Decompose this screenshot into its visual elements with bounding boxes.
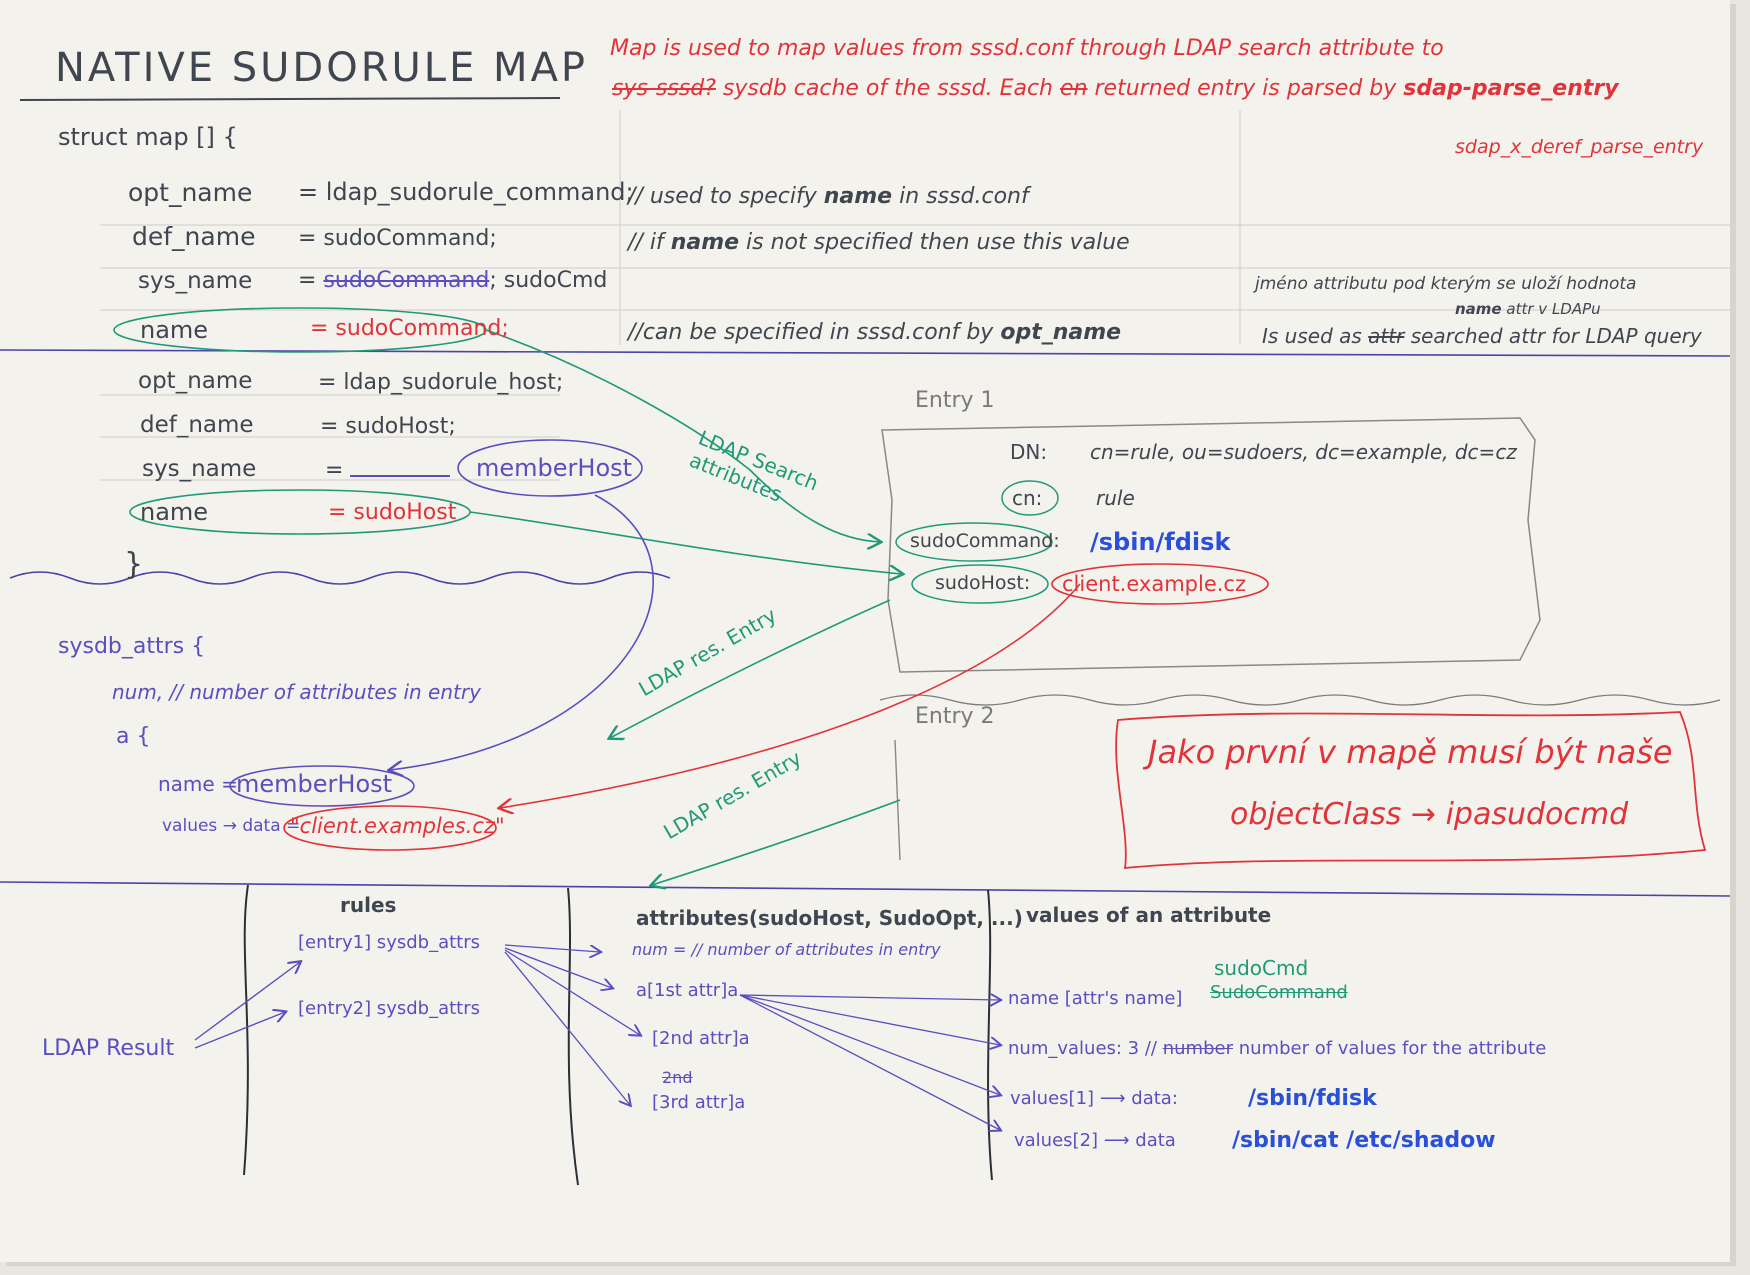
czech-note-3: Is used as attr searched attr for LDAP q… [1262, 324, 1702, 348]
map1-sys-value: = sudoCommand; sudoCmd [298, 268, 608, 293]
struct-open: struct map [] { [58, 123, 238, 151]
arrow-search-cmd [485, 329, 880, 542]
memberhost-ellipse-1 [457, 439, 643, 497]
comment-4: //can be specified in sssd.conf by opt_n… [628, 320, 1122, 345]
map2-def-value: = sudoHost; [320, 414, 456, 439]
rules-entry2: [entry2] sysdb_attrs [298, 998, 480, 1019]
arrow-memberhost [390, 494, 654, 770]
close-brace: } [124, 547, 144, 582]
attrs-a1: a[1st attr]a [636, 980, 739, 1001]
arrow-search-host [469, 511, 902, 574]
entry2-label: Entry 2 [915, 704, 995, 729]
sysdb-name-key: name = [158, 772, 238, 796]
map2-memberhost: memberHost [476, 454, 633, 482]
map1-name-value: = sudoCommand; [310, 316, 509, 341]
client-ellipse-1 [1051, 563, 1269, 605]
map1-opt-name: opt_name [128, 178, 253, 207]
values-sudocommand: SudoCommand [1210, 982, 1348, 1003]
cn-ellipse [1001, 480, 1059, 516]
map1-name: name [140, 316, 209, 344]
client-ellipse-2 [283, 805, 497, 851]
sysdb-values-key: values → data = [162, 816, 301, 836]
sudohost-ellipse [911, 564, 1049, 604]
sysdb-values-value: "client.examples.cz" [290, 814, 505, 838]
col-attrs-header: attributes(sudoHost, SudoOpt, ...) [636, 906, 1023, 930]
wavy-divider-right [879, 694, 1721, 706]
arrows-attrs [504, 944, 1000, 1130]
sysdb-name-value: memberHost [236, 770, 393, 798]
entry1-cn-key: cn: [1012, 486, 1043, 510]
entry1-host-value: client.example.cz [1062, 572, 1246, 596]
values-sudocmd: sudoCmd [1214, 956, 1309, 980]
values-name-line: name [attr's name] [1008, 988, 1183, 1009]
attrs-a3: [3rd attr]a [652, 1092, 746, 1113]
attrs-a3-fix: 2nd [662, 1068, 693, 1087]
note-line-3: sdap_x_deref_parse_entry [1455, 136, 1704, 158]
arrow-res-entry-2 [652, 799, 901, 885]
sysdb-open: sysdb_attrs { [58, 634, 206, 659]
map2-sys-name: sys_name [142, 456, 257, 482]
map1-def-value: = sudoCommand; [298, 226, 497, 251]
wavy-divider [9, 571, 671, 585]
entry1-host-key: sudoHost: [935, 572, 1031, 594]
comment-1: // used to specify name in sssd.conf [628, 184, 1029, 209]
separator-2 [0, 881, 1731, 897]
memberhost-ellipse-2 [229, 765, 415, 807]
note-line-2: sys-sssd? sysdb cache of the sssd. Each … [612, 76, 1619, 101]
entry1-dn-key: DN: [1010, 440, 1048, 464]
entry1-cmd-value: /sbin/fdisk [1090, 528, 1231, 556]
entry2-box [894, 739, 901, 861]
map2-def-name: def_name [140, 412, 254, 438]
col-line-2 [567, 887, 579, 1186]
map1-sys-name: sys_name [138, 268, 253, 294]
map1-def-name: def_name [132, 222, 256, 251]
map2-opt-value: = ldap_sudorule_host; [318, 370, 564, 395]
values-1-val: /sbin/fdisk [1248, 1086, 1377, 1111]
values-2: values[2] ⟶ data [1014, 1130, 1176, 1151]
entry1-dn-value: cn=rule, ou=sudoers, dc=example, dc=cz [1090, 440, 1517, 464]
col-line-1 [243, 884, 249, 1176]
title-underline [19, 97, 561, 101]
czech-box-line-2: objectClass → ipasudocmd [1230, 797, 1629, 832]
col-line-3 [987, 889, 993, 1181]
sysdb-num: num, // number of attributes in entry [112, 680, 481, 704]
note-line-1: Map is used to map values from sssd.conf… [610, 36, 1444, 61]
separator-1 [0, 349, 1731, 357]
arrow-client-to-values [500, 583, 1081, 808]
sysdb-a: a { [116, 724, 151, 749]
col-rules-header: rules [340, 893, 397, 917]
map2-name-value: = sudoHost [328, 500, 457, 525]
map1-opt-value: = ldap_sudorule_command; [298, 178, 634, 206]
arrow-res-entry-1 [610, 599, 891, 738]
ldap-result-label: LDAP Result [42, 1036, 175, 1061]
czech-box-line-1: Jako první v mapě musí být naše [1148, 733, 1673, 771]
comment-2: // if name is not specified then use thi… [628, 230, 1130, 255]
page-title: NATIVE SUDORULE MAP [55, 45, 589, 91]
czech-note-box [1115, 711, 1707, 869]
paper-sheet [0, 0, 1730, 1262]
entry1-label: Entry 1 [915, 388, 995, 413]
entry1-cn-value: rule [1096, 486, 1135, 510]
map2-name: name [140, 498, 209, 526]
values-2-val: /sbin/cat /etc/shadow [1232, 1128, 1496, 1153]
map2-opt-name: opt_name [138, 368, 253, 394]
czech-note-2: name attr v LDAPu [1455, 300, 1601, 318]
czech-note-1: jméno attributu pod kterým se uloží hodn… [1255, 274, 1637, 294]
map2-sys-value: = [325, 460, 451, 482]
sudocommand-ellipse [895, 522, 1053, 562]
rules-entry1: [entry1] sysdb_attrs [298, 932, 480, 953]
attrs-num: num = // number of attributes in entry [632, 940, 941, 959]
col-values-header: values of an attribute [1026, 903, 1272, 927]
arrow-result-1 [194, 962, 300, 1041]
arrow-result-2 [194, 1012, 285, 1049]
values-1: values[1] ⟶ data: [1010, 1088, 1178, 1109]
entry1-cmd-key: sudoCommand: [910, 530, 1060, 552]
values-num-values: num_values: 3 // number number of values… [1008, 1038, 1547, 1059]
entry1-box [881, 417, 1541, 673]
attrs-a2: [2nd attr]a [652, 1028, 750, 1049]
